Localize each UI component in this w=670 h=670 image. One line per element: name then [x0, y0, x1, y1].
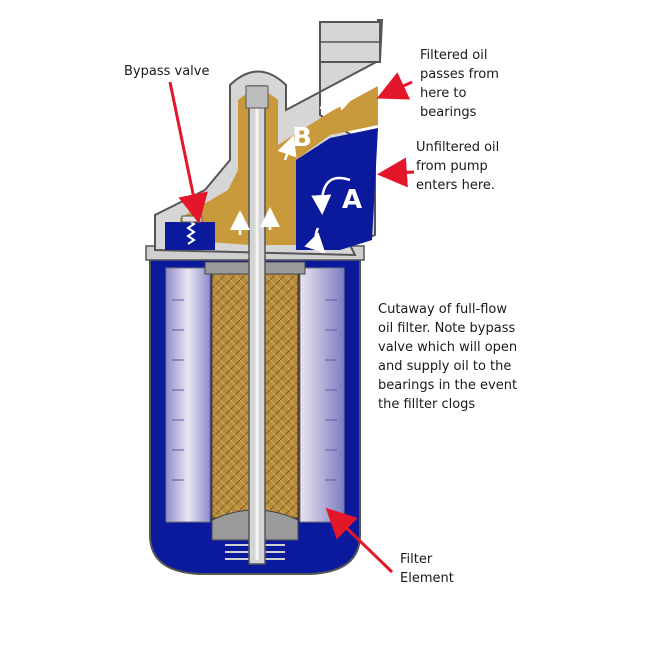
chamber-b-label: B — [292, 123, 312, 153]
filtered-oil-pointer — [376, 72, 413, 100]
unfiltered-oil-pointer — [377, 157, 415, 188]
unfiltered-oil-label: Unfiltered oil from pump enters here. — [416, 140, 500, 193]
bypass-valve-label: Bypass valve — [124, 64, 210, 79]
filtered-oil-label: Filtered oil passes from here to bearing… — [420, 48, 499, 120]
centre-bolt — [245, 85, 269, 565]
filter-head — [154, 19, 384, 257]
filter-element-pointer — [325, 507, 394, 574]
callout-arrows — [168, 72, 415, 574]
bypass-valve-pointer — [168, 81, 208, 224]
chamber-a-label: A — [342, 185, 362, 215]
filter-element-label: Filter Element — [400, 552, 454, 586]
cutaway-caption: Cutaway of full-flow oil filter. Note by… — [378, 302, 518, 412]
flow-arrows — [230, 91, 357, 254]
